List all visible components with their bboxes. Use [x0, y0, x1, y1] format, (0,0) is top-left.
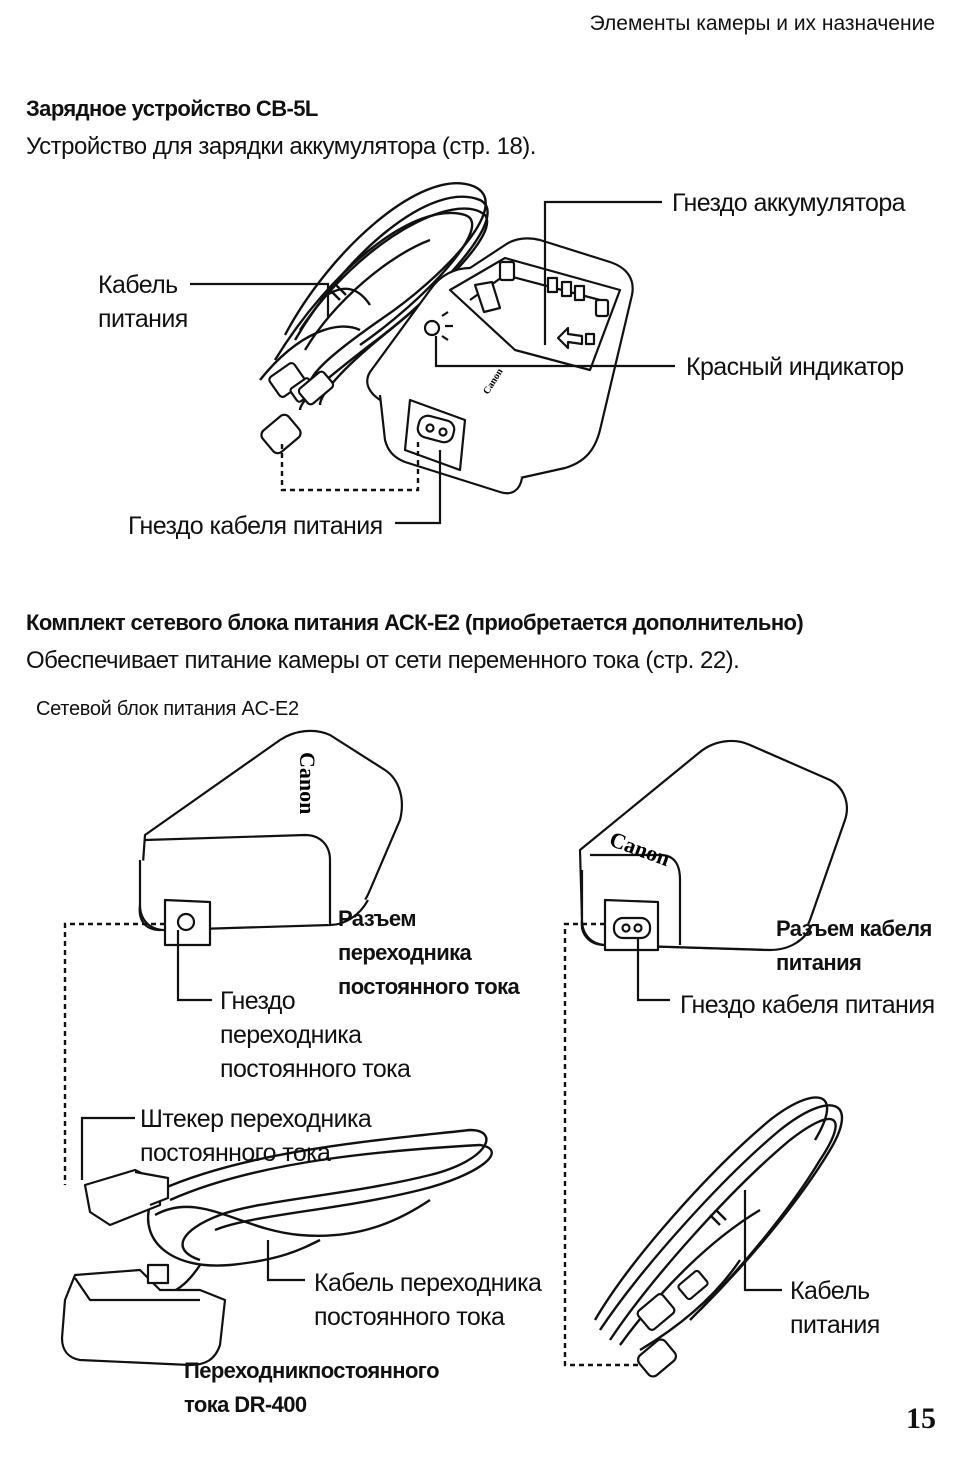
dc-cable-illustration	[60, 1128, 493, 1367]
adapter-right-illustration: Canon	[578, 739, 848, 952]
label-dc-plug: Штекер переходника постоянного тока	[140, 1105, 372, 1167]
charger-power-cable	[259, 182, 489, 455]
label-ac-power-cable: Кабель питания	[790, 1277, 880, 1339]
label-dc-connector: Разъем переходника постоянного тока	[338, 906, 520, 999]
label-dc-coupler: Переходникпостоянного тока DR-400	[184, 1358, 440, 1417]
adapter-left-illustration: Canon	[138, 729, 403, 947]
ac-kit-description: Обеспечивает питание камеры от сети пере…	[26, 647, 740, 674]
page-number: 15	[906, 1402, 936, 1435]
charger-description: Устройство для зарядки аккумулятора (стр…	[26, 133, 536, 160]
label-charger-power-cable: Кабель питания	[98, 271, 188, 333]
adapter-caption: Сетевой блок питания AC-E2	[36, 698, 299, 720]
label-power-connector: Разъем кабеля питания	[776, 916, 932, 975]
label-battery-slot: Гнездо аккумулятора	[672, 189, 906, 217]
charger-title: Зарядное устройство CB-5L	[26, 96, 318, 121]
label-dc-cable: Кабель переходника постоянного тока	[314, 1269, 542, 1331]
charger-illustration: Canon	[259, 182, 634, 495]
label-dc-socket: Гнездо переходника постоянного тока	[220, 987, 411, 1083]
label-red-indicator: Красный индикатор	[686, 353, 904, 381]
right-power-cable	[593, 1096, 844, 1378]
section-header: Элементы камеры и их назначение	[589, 12, 935, 35]
label-power-socket: Гнездо кабеля питания	[680, 991, 935, 1019]
charger-body: Canon	[366, 237, 634, 495]
ac-kit-title: Комплект сетевого блока питания АСК-Е2 (…	[26, 610, 804, 635]
label-charger-cable-socket: Гнездо кабеля питания	[128, 512, 383, 540]
adapter-left-logo: Canon	[295, 752, 320, 814]
